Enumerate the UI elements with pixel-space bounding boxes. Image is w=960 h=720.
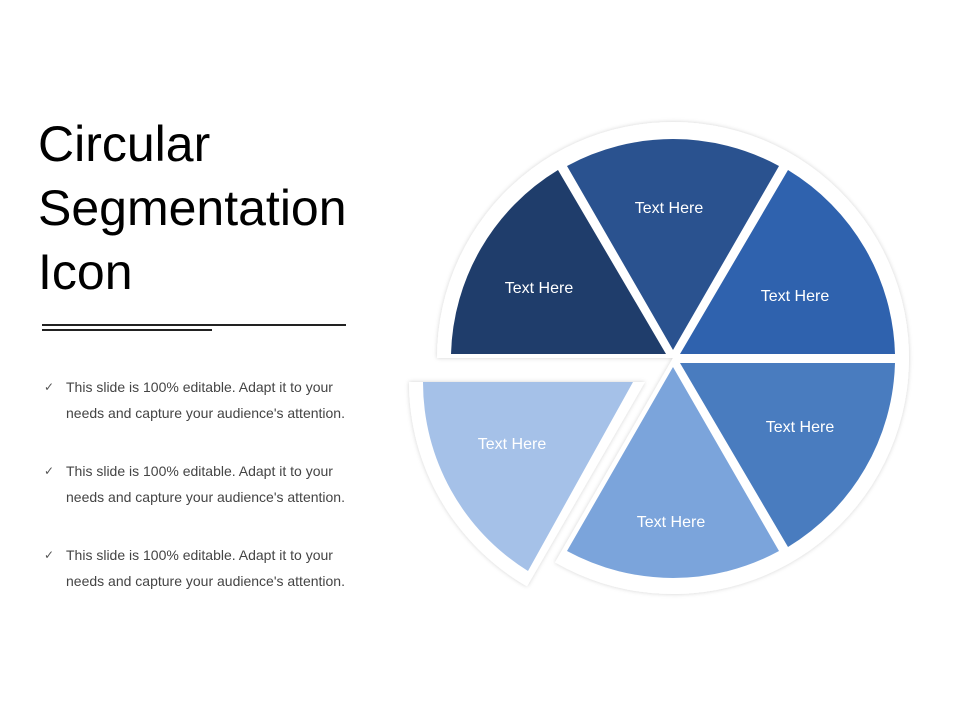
check-icon: ✓ [44,380,55,394]
bullet-item: ✓ This slide is 100% editable. Adapt it … [44,374,384,426]
segment-label: Text Here [761,288,830,305]
segment-lower-right[interactable] [680,363,895,547]
title-line-1: Circular [38,116,211,172]
segment-upper-left[interactable] [451,170,666,354]
bullet-item: ✓ This slide is 100% editable. Adapt it … [44,458,384,510]
title-underline-short [42,329,212,331]
segment-lower-left-detached[interactable] [422,382,633,571]
segment-label: Text Here [505,280,574,297]
bullet-list: ✓ This slide is 100% editable. Adapt it … [44,374,384,626]
check-icon: ✓ [44,464,55,478]
segment-label: Text Here [635,200,704,217]
title-underline-long [42,324,346,326]
check-icon: ✓ [44,548,55,562]
page-title: Circular Segmentation Icon [38,112,398,304]
segment-label: Text Here [637,514,706,531]
segment-top[interactable] [567,139,779,350]
segment-label: Text Here [478,436,547,453]
segment-bottom[interactable] [567,367,779,578]
title-line-2: Segmentation [38,180,347,236]
segment-upper-right[interactable] [680,170,895,354]
segment-label: Text Here [766,419,835,436]
bullet-item: ✓ This slide is 100% editable. Adapt it … [44,542,384,594]
title-line-3: Icon [38,244,133,300]
